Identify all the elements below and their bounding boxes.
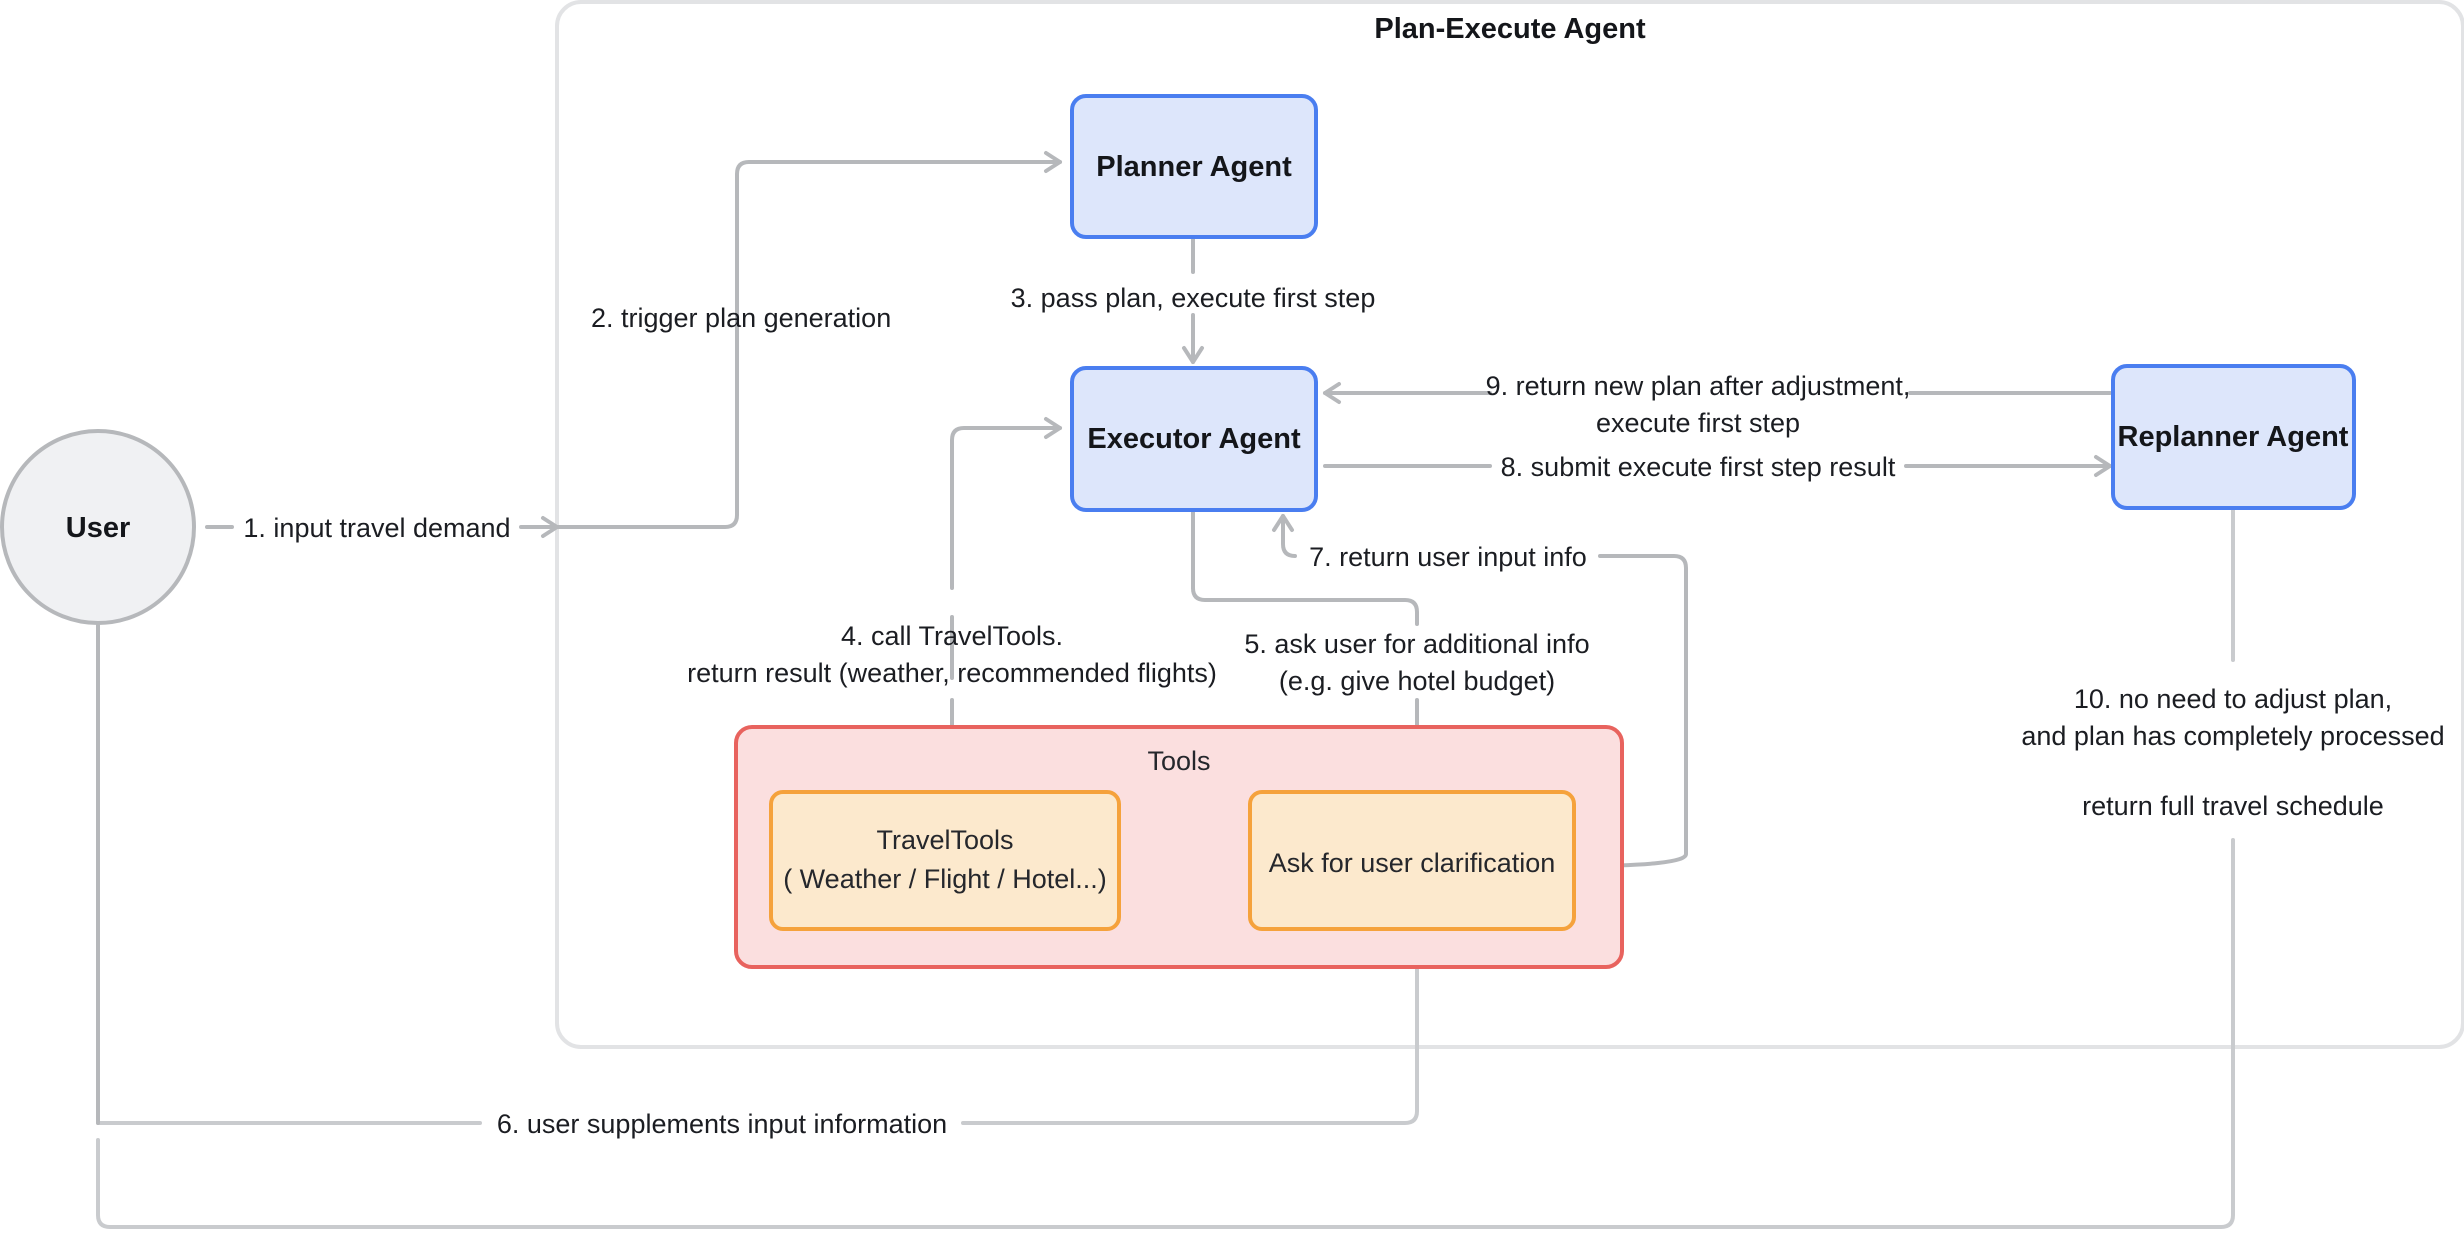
- edge-5-ask-user-additional-info: 5. ask user for additional info (e.g. gi…: [1191, 508, 1590, 794]
- travel-tools-label-line1: TravelTools: [876, 825, 1013, 855]
- edge-2-trigger-plan-generation: 2. trigger plan generation: [555, 151, 1062, 529]
- edge-7-label: 7. return user input info: [1309, 542, 1587, 572]
- planner-agent-label: Planner Agent: [1096, 151, 1292, 183]
- node-planner-agent[interactable]: Planner Agent: [1070, 94, 1318, 239]
- plan-execute-agent-container: [555, 0, 2464, 1049]
- node-travel-tools[interactable]: TravelTools ( Weather / Flight / Hotel..…: [769, 790, 1121, 931]
- edge-10-label-line3: return full travel schedule: [2082, 791, 2384, 821]
- plan-execute-agent-title: Plan-Execute Agent: [1374, 13, 1646, 45]
- planner-agent-box[interactable]: [1070, 94, 1318, 239]
- edge-10-label-line1: 10. no need to adjust plan,: [2074, 684, 2392, 714]
- edge-5-label-line1: 5. ask user for additional info: [1244, 629, 1589, 659]
- edge-10-no-need-to-adjust-plan: 10. no need to adjust plan, and plan has…: [96, 506, 2445, 1229]
- replanner-agent-box[interactable]: [2111, 364, 2356, 510]
- edge-10-label-line2: and plan has completely processed: [2021, 721, 2444, 751]
- edge-1-input-travel-demand: 1. input travel demand: [205, 513, 559, 543]
- edge-7-return-user-input-info: 7. return user input info: [1272, 514, 1688, 868]
- executor-agent-label: Executor Agent: [1087, 423, 1301, 455]
- edge-8-submit-execute-result: 8. submit execute first step result: [1323, 452, 2112, 482]
- node-ask-for-user-clarification[interactable]: Ask for user clarification: [1248, 790, 1576, 931]
- ask-user-clarification-box[interactable]: [1248, 790, 1576, 931]
- tools-group: Tools TravelTools ( Weather / Flight / H…: [734, 725, 1624, 969]
- tools-group-label: Tools: [1147, 746, 1210, 776]
- user-ellipse[interactable]: [0, 429, 196, 625]
- node-replanner-agent[interactable]: Replanner Agent: [2111, 364, 2356, 510]
- user-label: User: [66, 512, 131, 544]
- edge-5-label-line2: (e.g. give hotel budget): [1279, 666, 1555, 696]
- travel-tools-label-line2: ( Weather / Flight / Hotel...): [783, 864, 1107, 894]
- edge-2-label: 2. trigger plan generation: [591, 303, 891, 333]
- edge-9-return-new-plan: 9. return new plan after adjustment, exe…: [1323, 371, 2112, 438]
- ask-user-clarification-label: Ask for user clarification: [1269, 848, 1556, 878]
- edge-3-pass-plan: 3. pass plan, execute first step: [1011, 235, 1376, 364]
- edge-1-label: 1. input travel demand: [243, 513, 510, 543]
- edge-8-label: 8. submit execute first step result: [1501, 452, 1896, 482]
- edge-9-label-line2: execute first step: [1596, 408, 1800, 438]
- node-executor-agent[interactable]: Executor Agent: [1070, 366, 1318, 512]
- node-user[interactable]: User: [0, 429, 196, 625]
- edge-6-label: 6. user supplements input information: [497, 1109, 947, 1139]
- edge-3-label: 3. pass plan, execute first step: [1011, 283, 1376, 313]
- edge-4-label-line2: return result (weather, recommended flig…: [687, 658, 1217, 688]
- replanner-agent-label: Replanner Agent: [2118, 421, 2349, 453]
- edge-9-label-line1: 9. return new plan after adjustment,: [1486, 371, 1911, 401]
- edge-4-label-line1: 4. call TravelTools.: [841, 621, 1063, 651]
- travel-tools-box[interactable]: [769, 790, 1121, 931]
- executor-agent-box[interactable]: [1070, 366, 1318, 512]
